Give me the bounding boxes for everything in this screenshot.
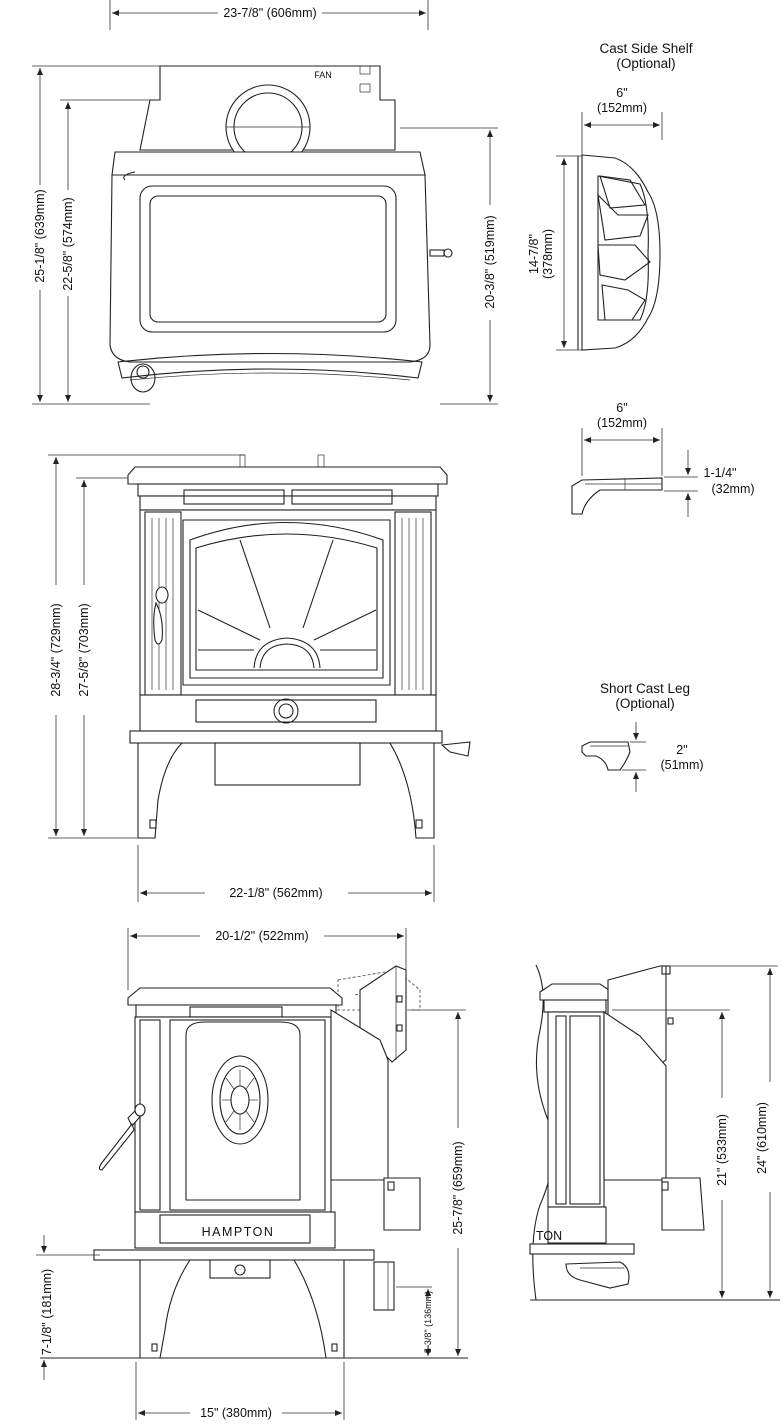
- elevation-leg-width-label: 22-1/8" (562mm): [229, 886, 322, 900]
- side-low-height-label: 7-1/8" (181mm): [40, 1269, 54, 1355]
- cast-side-shelf: Cast Side Shelf (Optional) 6" (152mm) 14…: [527, 41, 693, 351]
- front-overall-height-label: 25-1/8" (639mm): [33, 189, 47, 282]
- medallion-rays: [222, 1070, 258, 1130]
- side-view: 20-1/2" (522mm): [36, 928, 468, 1420]
- shelf-profile-width-in: 6": [616, 401, 627, 415]
- elevation-top-height-label: 27-5/8" (703mm): [77, 603, 91, 696]
- side-outlet-height-label: 5-3/8" (136mm): [423, 1291, 433, 1353]
- side-shelf-height-mm: (378mm): [541, 229, 555, 279]
- front-elevation: 28-3/4" (729mm) 27-5/8" (703mm) 22-1/8" …: [48, 454, 471, 902]
- shelf-profile-width-mm: (152mm): [597, 416, 647, 430]
- elevation-total-height-label: 28-3/4" (729mm): [49, 603, 63, 696]
- shelf-profile-thickness-in: 1-1/4": [704, 466, 737, 480]
- side-depth-label: 20-1/2" (522mm): [215, 929, 308, 943]
- side-flue-height-label: 25-7/8" (659mm): [451, 1141, 465, 1234]
- short-leg-title: Short Cast Leg: [600, 681, 690, 696]
- side-leg-depth-label: 15" (380mm): [200, 1406, 272, 1420]
- front-inner-height-label: 22-5/8" (574mm): [61, 197, 75, 290]
- fan-label: FAN: [314, 70, 332, 80]
- corner-view: TON 21" (533mm) 24" (610mm): [529, 964, 780, 1301]
- corner-brand-fragment: TON: [536, 1229, 562, 1243]
- corner-height-b-label: 24" (610mm): [755, 1102, 769, 1174]
- front-width-label: 23-7/8" (606mm): [223, 6, 316, 20]
- front-right-height-label: 20-3/8" (519mm): [483, 215, 497, 308]
- shelf-profile-thickness-mm: (32mm): [711, 482, 754, 496]
- short-cast-leg: Short Cast Leg (Optional) 2" (51mm): [581, 681, 704, 792]
- side-shelf-subtitle: (Optional): [616, 56, 675, 71]
- side-shelf-width-mm: (152mm): [597, 101, 647, 115]
- front-view: 23-7/8" (606mm) 25-1/8" (639mm) 22-5/8" …: [32, 0, 498, 405]
- shelf-profile: 6" (152mm) 1-1/4" (32mm): [571, 401, 755, 517]
- side-shelf-title: Cast Side Shelf: [599, 41, 692, 56]
- side-brand-label: HAMPTON: [202, 1225, 275, 1239]
- short-leg-height-in: 2": [676, 743, 687, 757]
- side-shelf-width-in: 6": [616, 86, 627, 100]
- corner-height-a-label: 21" (533mm): [715, 1114, 729, 1186]
- short-leg-subtitle: (Optional): [615, 696, 674, 711]
- side-shelf-height-in: 14-7/8": [527, 234, 541, 274]
- short-leg-height-mm: (51mm): [660, 758, 703, 772]
